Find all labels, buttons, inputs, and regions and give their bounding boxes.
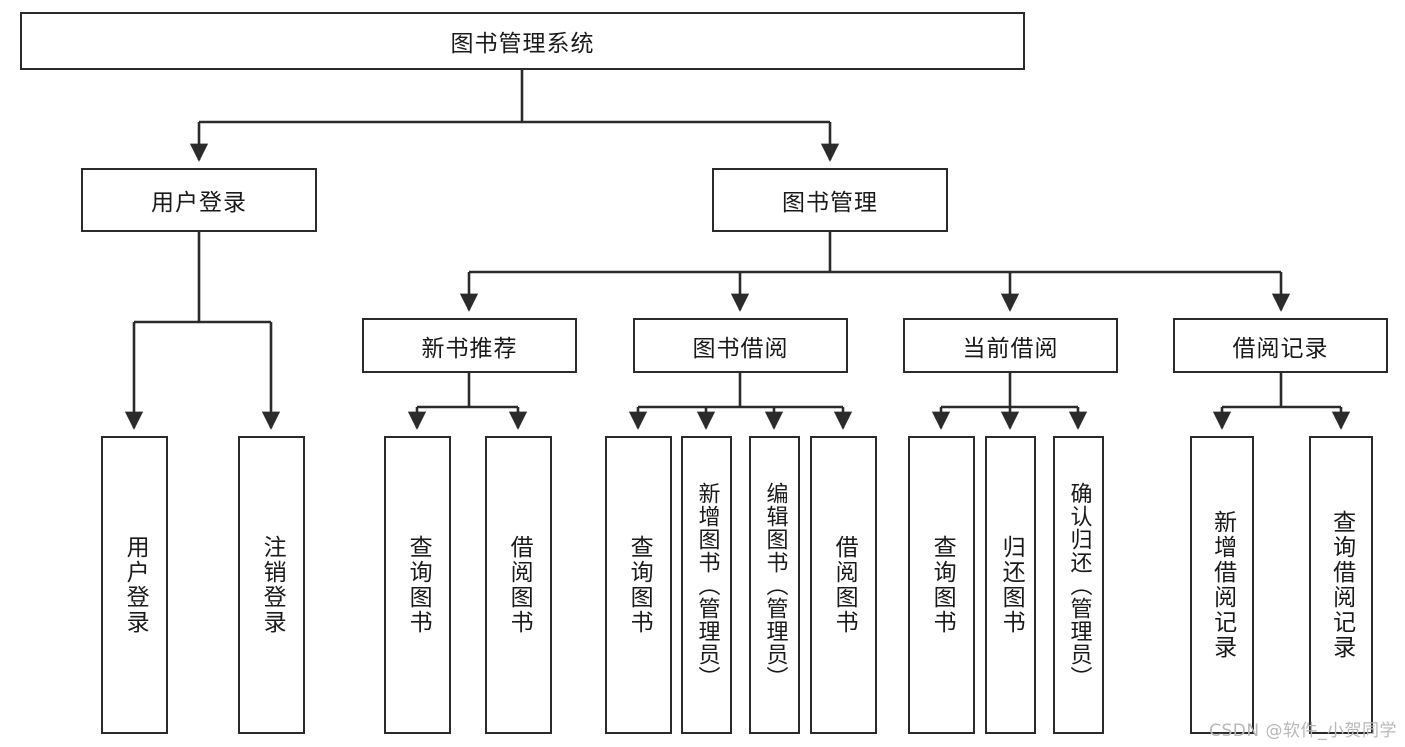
node-leaf-query-record[interactable]: 查询借阅记录: [1309, 436, 1373, 734]
node-leaf-borrow-book-1-label: 借阅图书: [506, 535, 533, 635]
node-leaf-query-book-1-label: 查询图书: [405, 535, 432, 635]
node-leaf-add-record[interactable]: 新增借阅记录: [1190, 436, 1254, 734]
node-new-book-recommend[interactable]: 新书推荐: [362, 318, 577, 373]
node-leaf-confirm-return[interactable]: 确认归还（管理员）: [1053, 436, 1104, 734]
node-leaf-confirm-return-label: 确认归还（管理员）: [1066, 481, 1092, 689]
node-leaf-borrow-book-2-label: 借阅图书: [831, 535, 858, 635]
node-book-borrow[interactable]: 图书借阅: [633, 318, 848, 373]
node-leaf-add-book-label: 新增图书（管理员）: [694, 481, 720, 689]
node-leaf-query-book-3-label: 查询图书: [929, 535, 956, 635]
node-leaf-logout-label: 注销登录: [259, 535, 286, 635]
node-leaf-edit-book[interactable]: 编辑图书（管理员）: [749, 436, 800, 734]
node-leaf-return-book-label: 归还图书: [998, 535, 1025, 635]
node-borrow-record-label: 借阅记录: [1232, 335, 1329, 362]
node-new-book-recommend-label: 新书推荐: [421, 335, 518, 362]
node-leaf-query-book-2[interactable]: 查询图书: [605, 436, 672, 734]
node-leaf-add-record-label: 新增借阅记录: [1209, 510, 1236, 660]
node-leaf-borrow-book-2[interactable]: 借阅图书: [810, 436, 877, 734]
node-leaf-query-record-label: 查询借阅记录: [1328, 510, 1355, 660]
node-user-login-label: 用户登录: [151, 190, 247, 216]
node-leaf-return-book[interactable]: 归还图书: [985, 436, 1036, 734]
node-leaf-logout[interactable]: 注销登录: [238, 436, 305, 734]
node-user-login[interactable]: 用户登录: [81, 168, 317, 232]
node-leaf-query-book-3[interactable]: 查询图书: [908, 436, 975, 734]
node-root-system-label: 图书管理系统: [450, 31, 595, 57]
node-leaf-borrow-book-1[interactable]: 借阅图书: [485, 436, 552, 734]
node-leaf-query-book-2-label: 查询图书: [626, 535, 653, 635]
node-root-system[interactable]: 图书管理系统: [20, 12, 1025, 70]
node-current-borrow-label: 当前借阅: [962, 335, 1059, 362]
node-leaf-user-login-label: 用户登录: [122, 535, 149, 635]
node-book-borrow-label: 图书借阅: [692, 335, 789, 362]
node-leaf-edit-book-label: 编辑图书（管理员）: [762, 481, 788, 689]
node-leaf-user-login[interactable]: 用户登录: [101, 436, 168, 734]
node-leaf-query-book-1[interactable]: 查询图书: [384, 436, 451, 734]
node-leaf-add-book[interactable]: 新增图书（管理员）: [681, 436, 732, 734]
node-borrow-record[interactable]: 借阅记录: [1173, 318, 1388, 373]
node-book-management-label: 图书管理: [782, 190, 878, 216]
node-book-management[interactable]: 图书管理: [712, 168, 948, 232]
node-current-borrow[interactable]: 当前借阅: [903, 318, 1118, 373]
